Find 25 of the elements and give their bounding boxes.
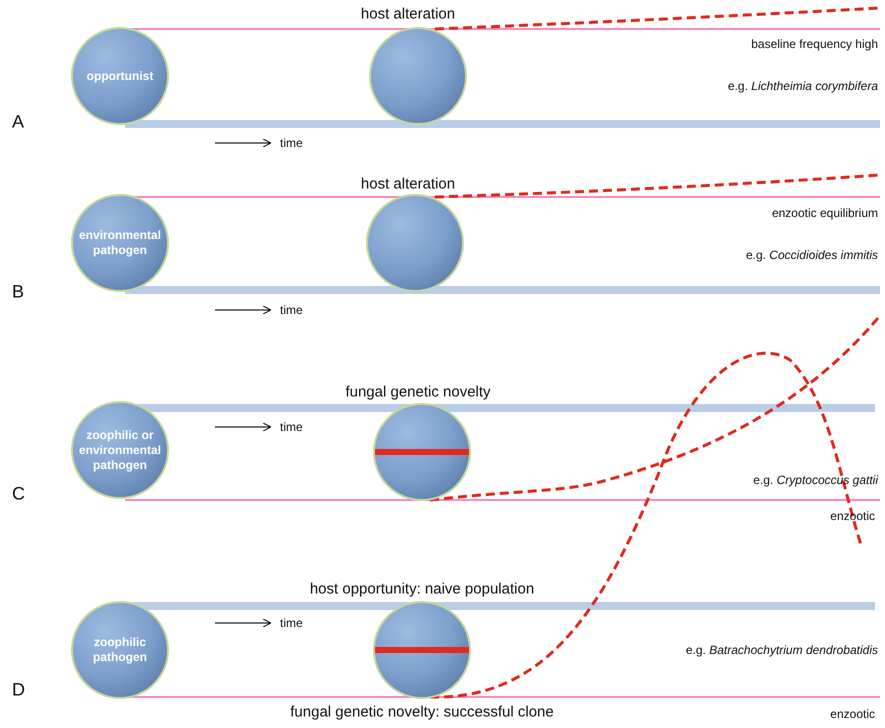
example-label: e.g. Batrachochytrium dendrobatidis [686, 643, 878, 657]
status-label: enzootic [830, 509, 875, 523]
population-label: environmental pathogen [78, 228, 162, 258]
scenario-label: host alteration [360, 176, 456, 192]
status-label: baseline frequency high [751, 37, 878, 51]
panel-letter: A [12, 112, 24, 132]
panel-letter: C [12, 484, 25, 504]
panel-letter: D [12, 680, 25, 700]
example-label: e.g. Lichtheimia corymbifera [728, 79, 878, 93]
axis-label: time [280, 303, 303, 317]
axis-label: time [280, 616, 303, 630]
example-label: e.g. Coccidioides immitis [746, 248, 878, 262]
panel-letter: B [12, 282, 24, 302]
example-label: e.g. Cryptococcus gattii [753, 473, 878, 487]
axis-label: time [280, 136, 303, 150]
scenario-label: fungal genetic novelty: successful clone [290, 704, 554, 720]
status-label: enzootic [830, 707, 875, 721]
axis-label: time [280, 420, 303, 434]
scenario-label: host alteration [360, 6, 456, 22]
population-label: zoophilic or environmental pathogen [78, 428, 162, 472]
status-label: enzootic equilibrium [772, 206, 878, 220]
population-label: zoophilic pathogen [92, 635, 148, 665]
scenario-label: fungal genetic novelty [345, 384, 491, 400]
population-label: opportunist [86, 68, 154, 84]
scenario-label: host opportunity: naive population [310, 580, 534, 598]
